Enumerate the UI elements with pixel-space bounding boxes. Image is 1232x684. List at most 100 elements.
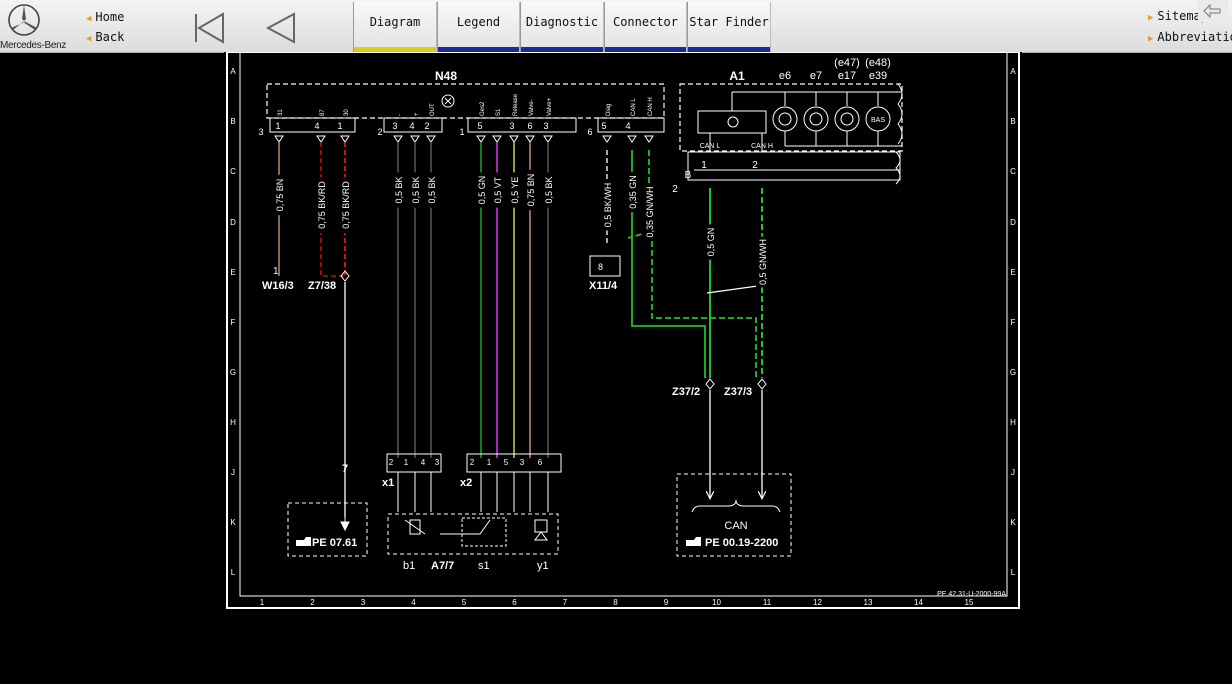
pin-arrow <box>410 135 420 143</box>
n48-pin-label: Ges2 <box>480 101 486 116</box>
n48-pin-label: - <box>397 114 403 116</box>
x1-pin: 4 <box>421 458 426 467</box>
tab-indicator <box>521 47 603 52</box>
grid-row-G: G <box>230 368 236 377</box>
tab-diagram[interactable]: Diagram <box>353 2 437 52</box>
grid-col-9: 9 <box>664 598 669 607</box>
pin-arrow <box>340 135 350 143</box>
home-label: Home <box>95 10 125 24</box>
n48-pin-label: 87 <box>320 109 326 116</box>
a1-title: A1 <box>729 69 745 83</box>
wire-label: 0,35 GN/WH <box>645 186 655 237</box>
grid-col-7: 7 <box>563 598 568 607</box>
component-labels: 1 W16/3 Z7/38 X11/4 8 Z37/2 Z37/3 7 x1 x… <box>262 262 1006 598</box>
reference-hand-icons <box>296 537 701 546</box>
n48-pin-number: 5 <box>601 121 606 131</box>
mercedes-logo[interactable]: Mercedes-Benz <box>0 2 66 51</box>
chevron-left-icon: ◀ <box>86 34 92 44</box>
n48-pin-number: 3 <box>258 127 263 137</box>
grid-col-4: 4 <box>411 598 416 607</box>
tab-legend[interactable]: Legend <box>437 2 520 52</box>
n48-pin-label: Valve+ <box>547 97 553 116</box>
tab-indicator <box>605 47 686 52</box>
wire-label-bg <box>392 172 403 208</box>
grid-row-L: L <box>231 568 236 577</box>
grid-col-12: 12 <box>813 598 822 607</box>
grid-row-C: C <box>230 167 236 176</box>
grid-row-L-right: L <box>1011 568 1016 577</box>
pe-07-61-ref[interactable]: PE 07.61 <box>312 537 357 549</box>
n48-pin-number: 1 <box>459 127 464 137</box>
n48-pin-label: Diag <box>606 104 612 116</box>
n48-pin-number: 5 <box>477 121 482 131</box>
previous-page-icon[interactable] <box>262 10 298 46</box>
n48-pin-label: CAN H <box>648 97 654 116</box>
x1-pin: 3 <box>435 458 440 467</box>
tab-connector[interactable]: Connector <box>604 2 687 52</box>
n48-pin-label: Valve- <box>529 99 535 116</box>
n48-pin-number: 1 <box>337 121 342 131</box>
wire-label: 0,5 BK/WH <box>603 183 613 228</box>
sitemap-link[interactable]: ▶Sitemap <box>1148 9 1208 23</box>
pin-arrow <box>426 135 436 143</box>
a1-e6: e6 <box>779 70 791 82</box>
wire-label-bg <box>601 179 612 231</box>
grid-row-F: F <box>231 318 236 327</box>
wire-label-bg <box>756 236 767 288</box>
abbreviations-link[interactable]: ▶Abbreviations <box>1148 30 1232 44</box>
back-label: Back <box>95 30 125 44</box>
pe-00-19-ref[interactable]: PE 00.19-2200 <box>705 537 778 549</box>
a1-e48: (e48) <box>865 57 891 69</box>
n48-pin-number: 4 <box>409 121 414 131</box>
wire-label-bg <box>339 177 350 233</box>
tab-connector-label: Connector <box>612 15 679 29</box>
wire-label-bg <box>491 172 502 208</box>
a1-e17: e17 <box>838 70 856 82</box>
wire-label: 0,5 BK <box>427 176 437 203</box>
n48-pin-label: CAN L <box>631 98 637 116</box>
x11-pin: 8 <box>598 262 603 272</box>
circuit-7-label: 7 <box>342 463 348 475</box>
a1-pin-1: 1 <box>701 160 707 171</box>
a1-can-l-label: CAN L <box>700 143 721 150</box>
tab-diagnostic[interactable]: Diagnostic <box>520 2 604 52</box>
wire-label-bg <box>524 169 535 211</box>
skip-to-first-icon[interactable] <box>190 10 226 46</box>
back-link[interactable]: ◀Back <box>86 30 124 44</box>
home-link[interactable]: ◀Home <box>86 10 124 24</box>
pin-arrow <box>543 135 553 143</box>
n48-chip-icon <box>441 94 455 108</box>
wire-label: 0,75 BN <box>526 174 536 207</box>
pin-arrow <box>602 135 612 143</box>
wire-label: 0,5 BK <box>394 176 404 203</box>
grid-row-B-right: B <box>1010 117 1015 126</box>
tab-diagnostic-label: Diagnostic <box>525 15 599 29</box>
n48-pin-number: 3 <box>392 121 397 131</box>
w16-label: W16/3 <box>262 280 294 292</box>
wire-label: 0,5 GN <box>477 176 487 205</box>
wire-label: 0,5 VT <box>493 176 503 203</box>
y1-label: y1 <box>537 560 549 572</box>
pin-arrow <box>476 135 486 143</box>
wire-label: 0,75 BK/RD <box>317 181 327 229</box>
wire-label-bg <box>643 184 654 240</box>
a1-e7: e7 <box>810 70 822 82</box>
grid-row-H: H <box>230 418 236 427</box>
grid-row-K-right: K <box>1010 518 1016 527</box>
pin-arrow <box>274 135 284 143</box>
brand-name: Mercedes-Benz <box>0 40 67 51</box>
x1-pin: 2 <box>389 458 394 467</box>
n48-pin-number: 4 <box>314 121 319 131</box>
z7-label: Z7/38 <box>308 280 336 292</box>
window-arrows-icon[interactable] <box>1198 0 1228 22</box>
wire-label-bg <box>626 171 637 213</box>
document-id: PE 42.31-U-2000-99A <box>937 591 1006 598</box>
grid-row-A-right: A <box>1010 67 1016 76</box>
wire-label-bg <box>542 172 553 208</box>
a1-group-2: 2 <box>672 184 678 195</box>
x1-pin: 1 <box>404 458 409 467</box>
tab-star-finder[interactable]: Star Finder <box>687 2 771 52</box>
n48-pin-number: 3 <box>509 121 514 131</box>
